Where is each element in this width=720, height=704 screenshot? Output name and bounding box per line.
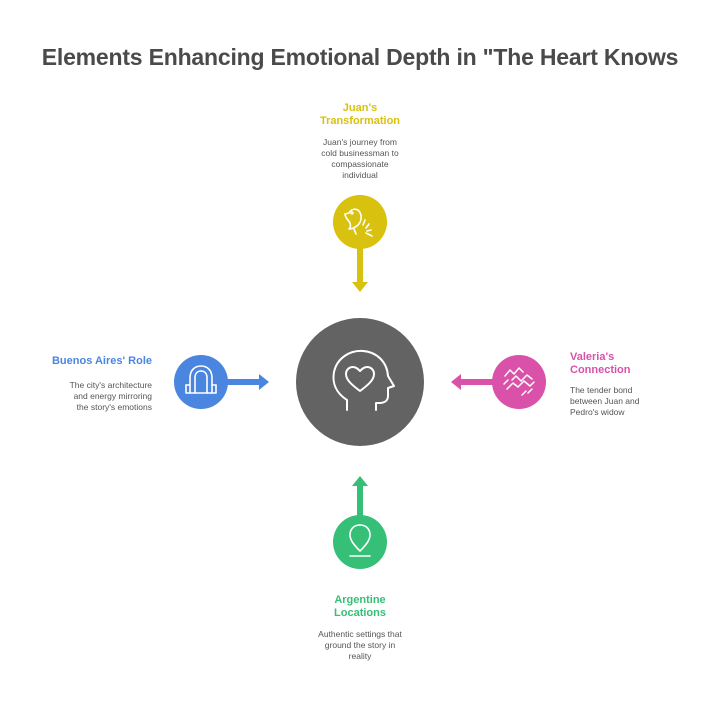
- arrow-left-shaft: [216, 379, 261, 385]
- left-desc-line: The city's architecture: [69, 380, 152, 390]
- bottom-desc-line: reality: [348, 651, 372, 661]
- right-label-line1: Valeria's: [570, 351, 615, 363]
- top-desc-line: cold businessman to: [321, 148, 399, 158]
- left-label-line1: Buenos Aires' Role: [51, 355, 152, 367]
- arch-building-icon: [185, 365, 217, 394]
- left-node: [174, 355, 228, 409]
- bottom-circle: [333, 515, 387, 569]
- bottom-desc-line: Authentic settings that: [318, 629, 402, 639]
- top-desc-line: individual: [342, 170, 378, 180]
- top-label: Juan's Transformation: [300, 102, 420, 128]
- top-node: [333, 195, 387, 249]
- arrow-right-head: [451, 374, 461, 390]
- diagram-title: Elements Enhancing Emotional Depth in "T…: [41, 44, 679, 70]
- arrow-left-head: [259, 374, 269, 390]
- top-label-line2: Transformation: [319, 115, 401, 127]
- center-node: [296, 318, 424, 446]
- top-desc-line: compassionate: [331, 159, 389, 169]
- arrow-top: [352, 238, 368, 292]
- arrow-left: [216, 374, 269, 390]
- bottom-description: Authentic settings that ground the story…: [285, 629, 435, 662]
- right-label-line2: Connection: [570, 364, 631, 376]
- bird-icon: [344, 208, 373, 237]
- right-circle: [492, 355, 546, 409]
- arrow-top-shaft: [357, 238, 363, 282]
- left-label: Buenos Aires' Role: [20, 355, 152, 368]
- right-desc-line: The tender bond: [570, 385, 633, 395]
- arrow-right-shaft: [459, 379, 499, 385]
- left-desc-line: and energy mirroring: [73, 391, 152, 401]
- left-circle: [174, 355, 228, 409]
- top-label-line1: Juan's: [342, 102, 378, 114]
- right-description: The tender bond between Juan and Pedro's…: [570, 385, 700, 418]
- bottom-desc-line: ground the story in: [324, 640, 396, 650]
- left-desc-line: the story's emotions: [76, 402, 152, 412]
- heart-head-icon: [332, 349, 395, 411]
- top-description: Juan's journey from cold businessman to …: [290, 137, 430, 181]
- handshake-icon: [503, 367, 535, 396]
- bottom-node: [333, 515, 387, 569]
- center-circle: [296, 318, 424, 446]
- arrow-bottom-shaft: [357, 484, 363, 520]
- arrow-bottom-head: [352, 476, 368, 486]
- right-desc-line: Pedro's widow: [570, 407, 625, 417]
- top-desc-line: Juan's journey from: [323, 137, 397, 147]
- bottom-label: Argentine Locations: [300, 594, 420, 620]
- arrow-bottom: [352, 476, 368, 520]
- right-label: Valeria's Connection: [570, 351, 700, 377]
- arrow-right: [451, 374, 499, 390]
- arrow-top-head: [352, 282, 368, 292]
- bottom-label-line1: Argentine: [334, 594, 386, 606]
- left-description: The city's architecture and energy mirro…: [20, 380, 152, 413]
- right-node: [492, 355, 546, 409]
- right-desc-line: between Juan and: [570, 396, 640, 406]
- bottom-label-line2: Locations: [334, 607, 386, 619]
- map-pin-icon: [349, 524, 371, 557]
